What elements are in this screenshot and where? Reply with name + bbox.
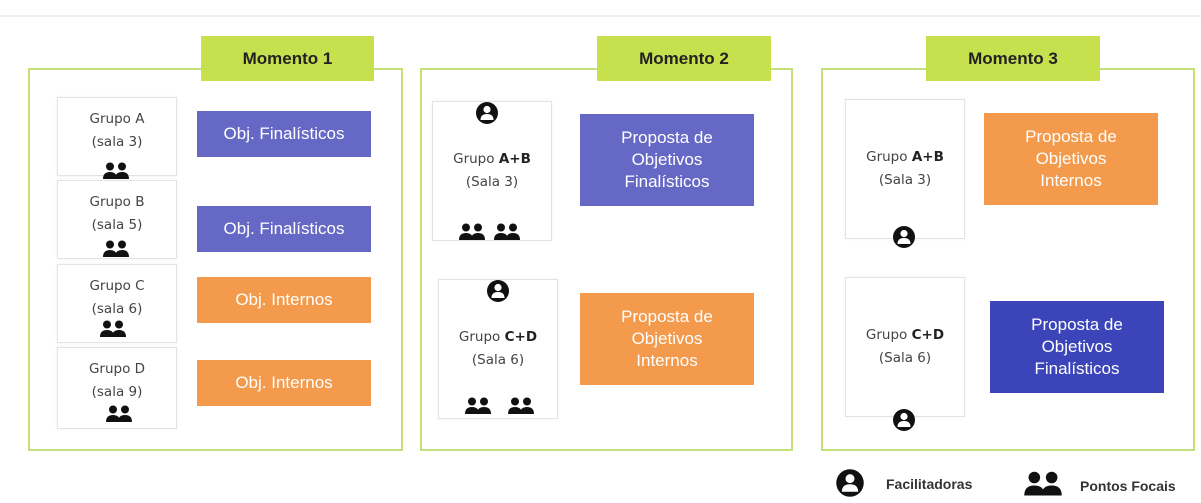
- group-name: Grupo D: [88, 361, 146, 377]
- objective-box: Obj. Internos: [197, 277, 371, 323]
- group-icon: [106, 405, 132, 422]
- group-icon: [459, 223, 485, 240]
- group-card-b: Grupo B (sala 5): [57, 180, 177, 259]
- group-room: (sala 5): [91, 217, 143, 233]
- moment-1-title: Momento 1: [201, 36, 374, 81]
- group-icon: [465, 397, 491, 414]
- objective-box: Proposta de Objetivos Finalísticos: [990, 301, 1164, 393]
- group-room: (sala 3): [91, 134, 143, 150]
- objective-box: Obj. Finalísticos: [197, 111, 371, 157]
- person-icon: [893, 409, 915, 431]
- group-name: Grupo C+D: [458, 329, 538, 345]
- group-card-cd: Grupo C+D (Sala 6): [845, 277, 965, 417]
- moment-2-title: Momento 2: [597, 36, 771, 81]
- group-name: Grupo A+B: [866, 149, 944, 165]
- group-card-ab: Grupo A+B (Sala 3): [845, 99, 965, 239]
- person-icon: [893, 226, 915, 248]
- objective-box: Proposta de Objetivos Internos: [580, 293, 754, 385]
- group-icon: [100, 320, 126, 337]
- top-divider: [0, 15, 1201, 17]
- objective-box: Obj. Internos: [197, 360, 371, 406]
- objective-box: Proposta de Objetivos Internos: [984, 113, 1158, 205]
- group-name: Grupo C: [89, 278, 145, 294]
- group-name: Grupo C+D: [865, 327, 945, 343]
- group-name: Grupo A+B: [453, 151, 531, 167]
- legend-focal-points-label: Pontos Focais: [1080, 478, 1176, 494]
- group-name: Grupo B: [89, 194, 145, 210]
- group-name: Grupo A: [89, 111, 145, 127]
- group-card-d: Grupo D (sala 9): [57, 347, 177, 429]
- group-room: (Sala 6): [878, 350, 932, 366]
- person-icon: [476, 102, 498, 124]
- group-icon: [103, 162, 129, 179]
- group-room: (Sala 3): [878, 172, 932, 188]
- group-room: (sala 9): [91, 384, 143, 400]
- group-icon: [103, 240, 129, 257]
- group-room: (sala 6): [91, 301, 143, 317]
- group-icon: [1024, 471, 1062, 496]
- group-card-c: Grupo C (sala 6): [57, 264, 177, 343]
- person-icon: [487, 280, 509, 302]
- group-room: (Sala 6): [471, 352, 525, 368]
- legend-facilitator-label: Facilitadoras: [886, 476, 973, 492]
- objective-box: Obj. Finalísticos: [197, 206, 371, 252]
- group-room: (Sala 3): [465, 174, 519, 190]
- objective-box: Proposta de Objetivos Finalísticos: [580, 114, 754, 206]
- group-card-ab: Grupo A+B (Sala 3): [432, 101, 552, 241]
- person-icon: [836, 469, 864, 497]
- group-card-a: Grupo A (sala 3): [57, 97, 177, 176]
- group-icon: [494, 223, 520, 240]
- group-card-cd: Grupo C+D (Sala 6): [438, 279, 558, 419]
- moment-3-title: Momento 3: [926, 36, 1100, 81]
- group-icon: [508, 397, 534, 414]
